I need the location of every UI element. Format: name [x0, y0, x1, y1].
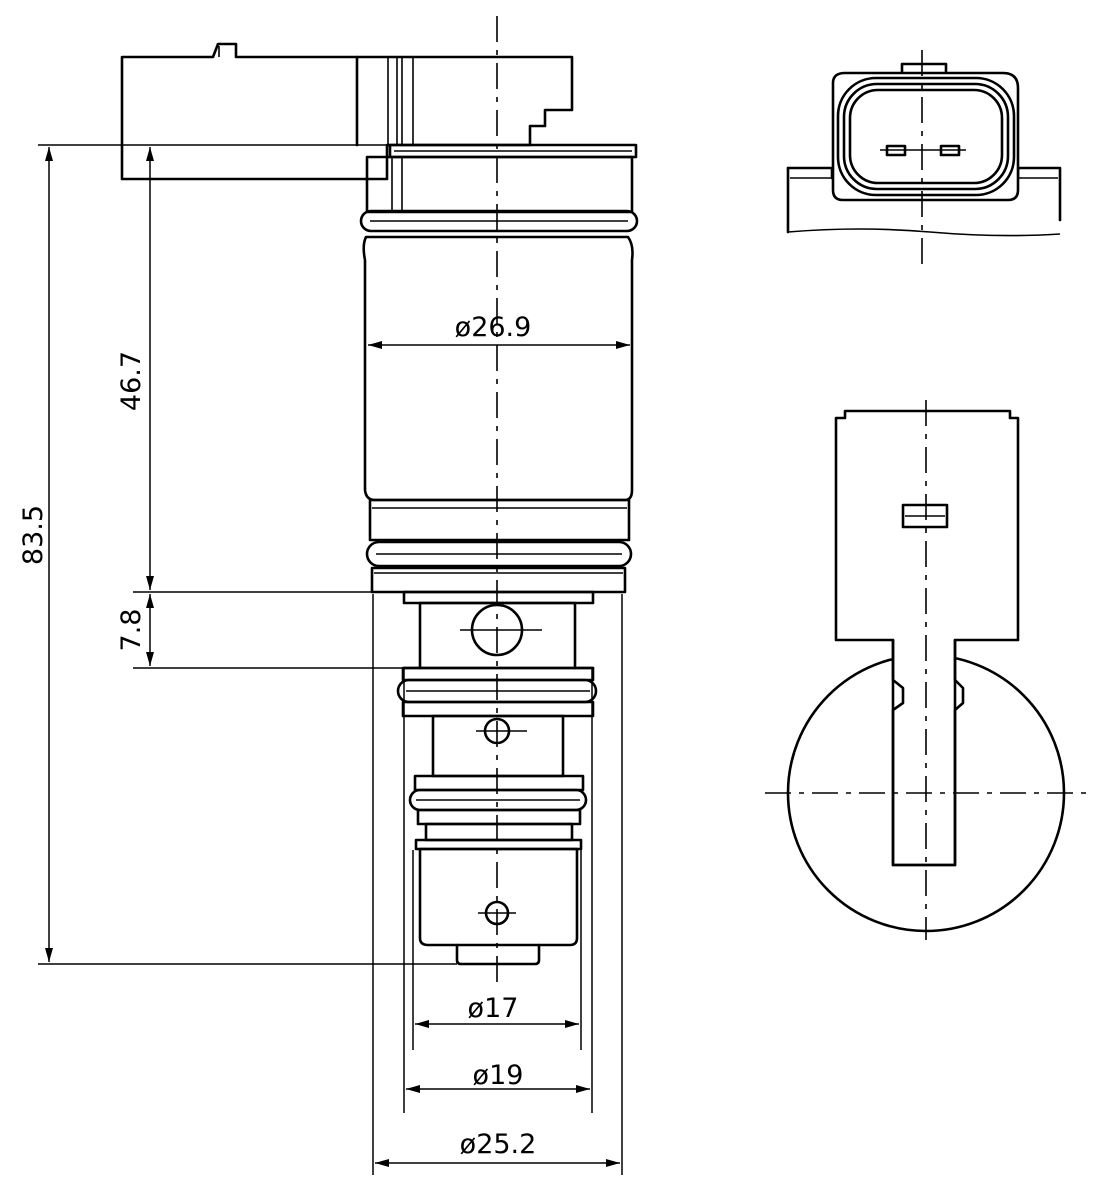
valve-side-view	[765, 400, 1092, 940]
o-ring-upper	[359, 209, 639, 233]
connector-housing	[120, 42, 574, 181]
lower-seal-group	[408, 774, 588, 851]
body-diameter-label: ø26.9	[455, 312, 532, 343]
tip-diameter-label: ø17	[468, 993, 519, 1024]
middle-diameter-label: ø19	[473, 1060, 524, 1091]
dimension-annotations: ø26.9 ø17 ø19 ø25.2 83.5 46.7 7.8	[18, 144, 630, 1175]
overall-length-label: 83.5	[18, 505, 49, 565]
port-offset-label: 7.8	[116, 609, 147, 652]
upper-flange	[365, 143, 638, 214]
port-section	[402, 590, 595, 670]
base-diameter-label: ø25.2	[460, 1129, 537, 1160]
valve-front-view	[120, 16, 639, 990]
lower-flange	[365, 498, 633, 594]
side-terminal	[901, 503, 949, 529]
connector-top-view	[786, 50, 1062, 265]
main-body	[362, 235, 634, 502]
body-length-label: 46.7	[116, 351, 147, 411]
valve-tip	[418, 847, 579, 966]
